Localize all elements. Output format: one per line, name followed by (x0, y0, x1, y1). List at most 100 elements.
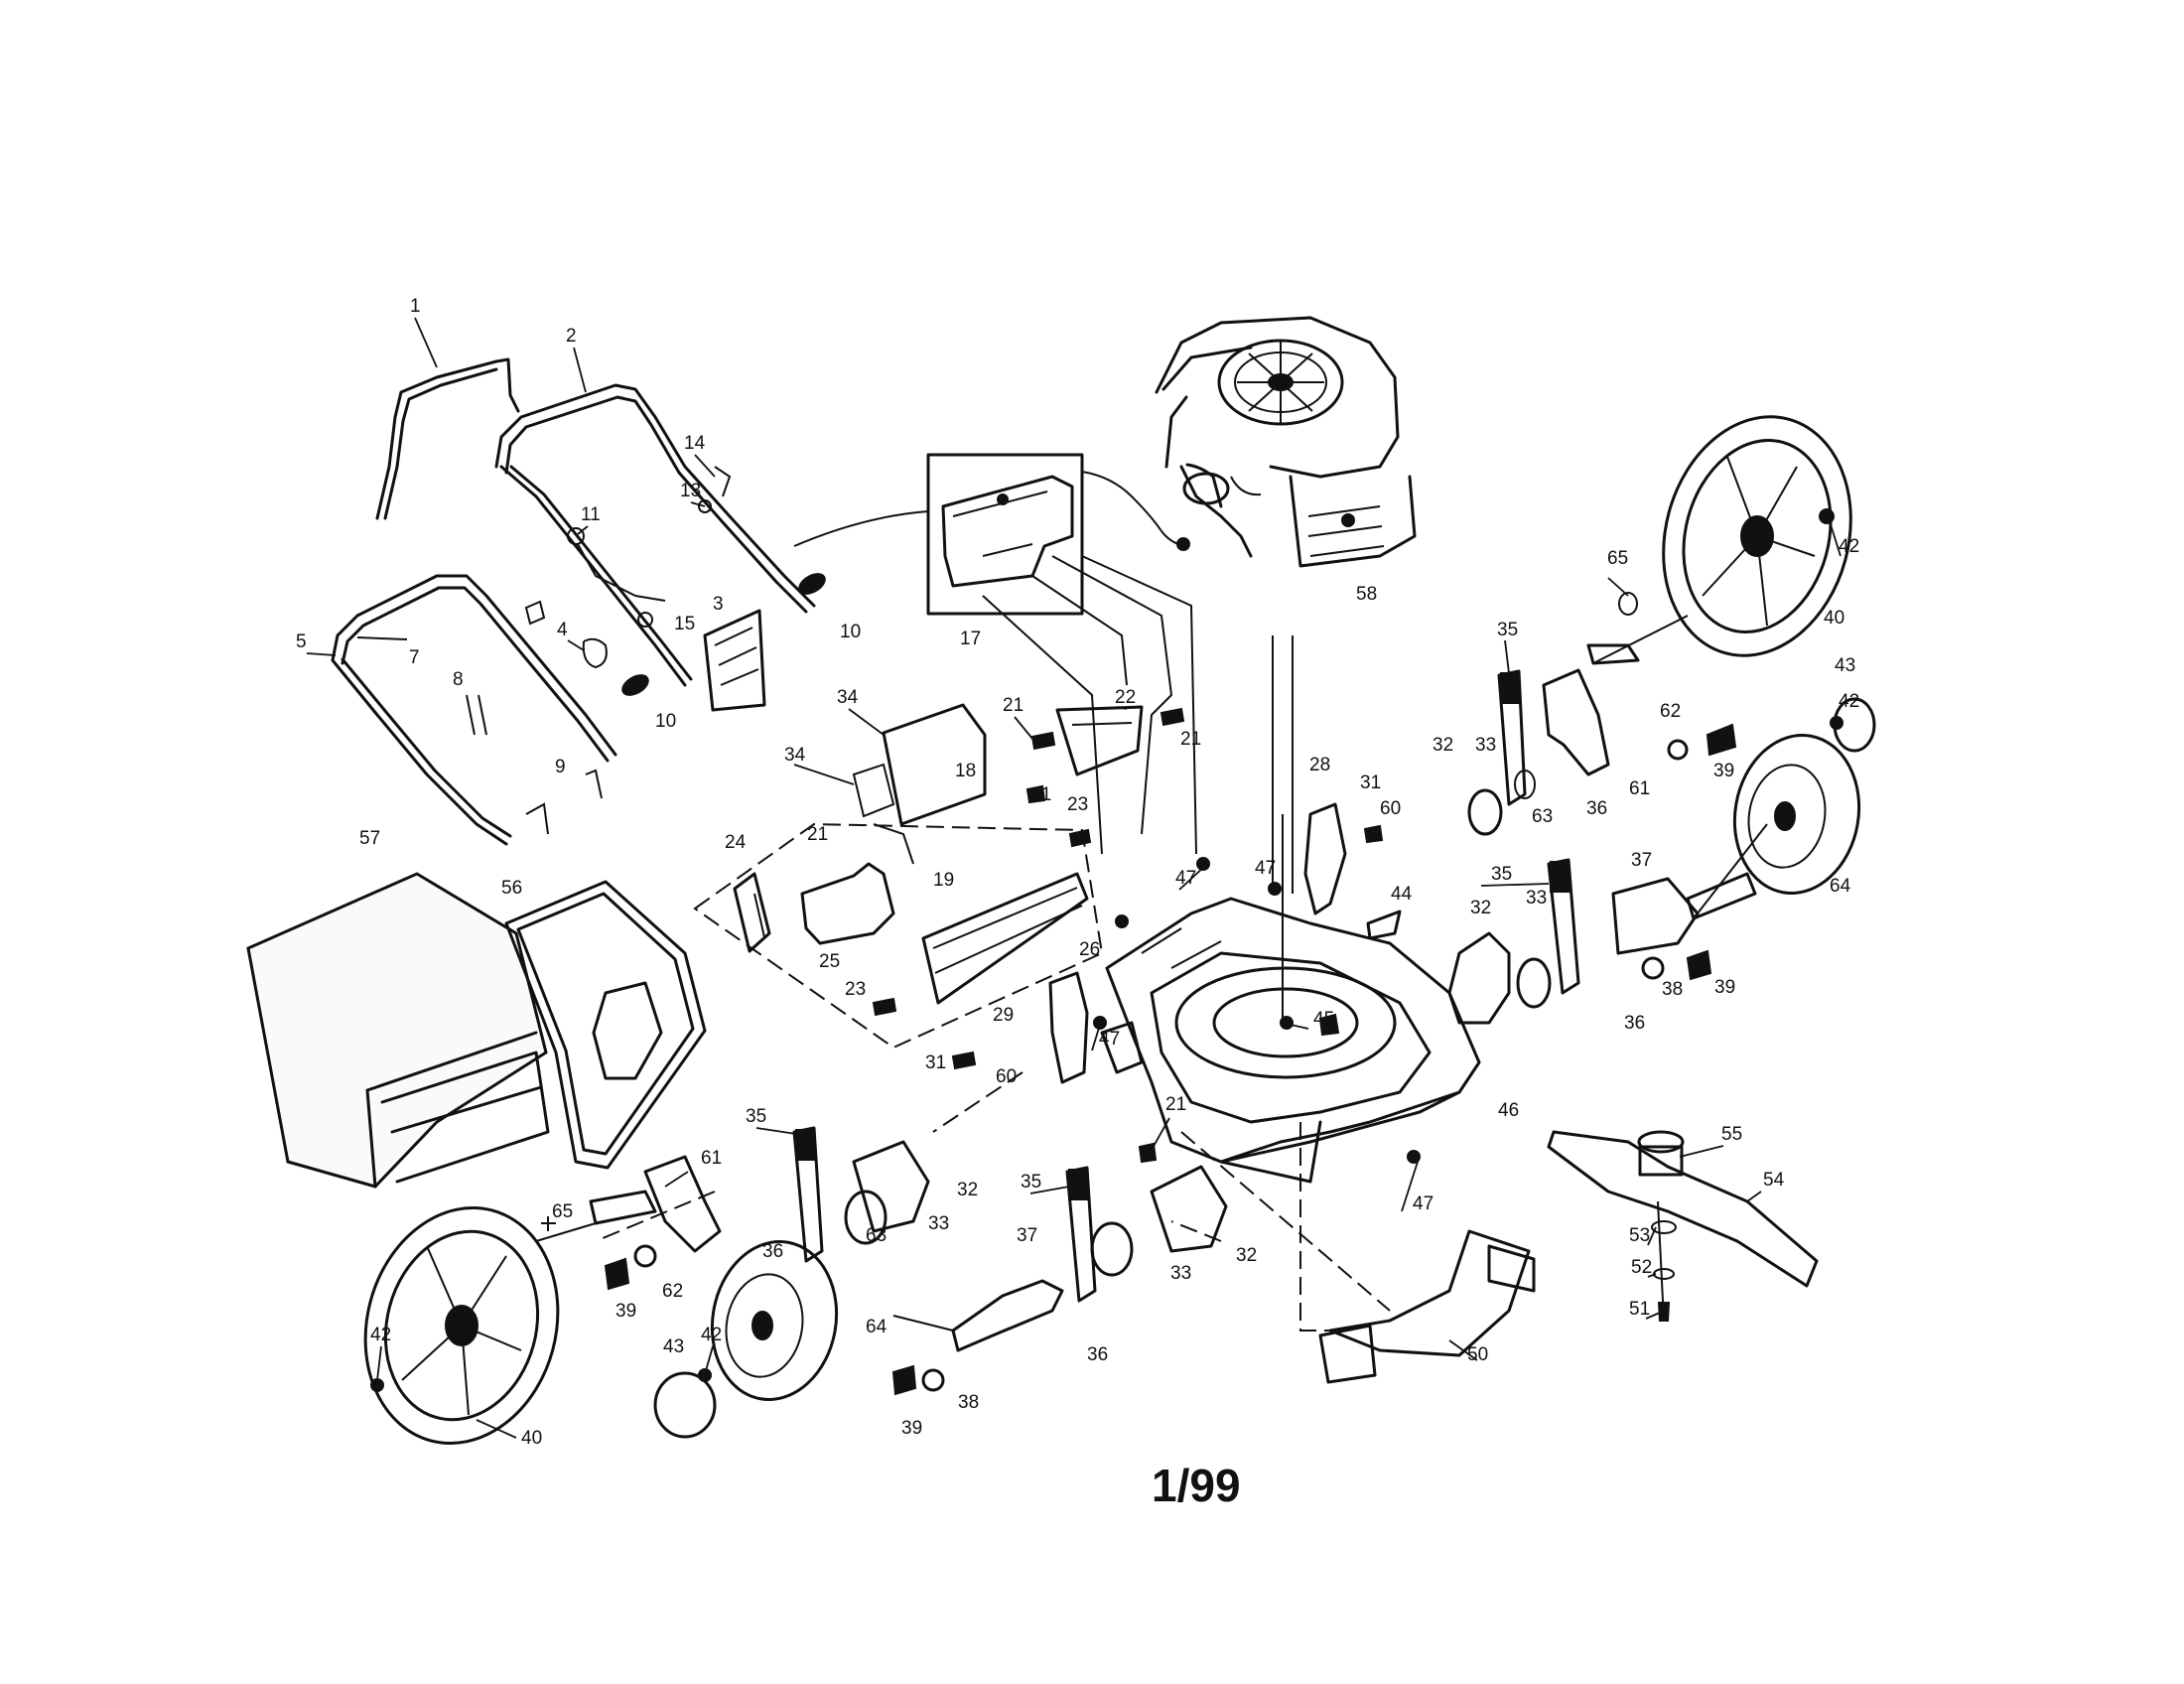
height-adjuster-left-rear (589, 1126, 930, 1263)
callout-label: 13 (680, 481, 701, 501)
callout-label: 21 (1030, 784, 1051, 805)
callout-label: 14 (684, 433, 706, 454)
callout-label: 60 (1380, 798, 1401, 819)
callout-label: 10 (840, 622, 861, 642)
callout-label: 46 (1498, 1100, 1519, 1121)
cover-26 (921, 872, 1089, 1005)
callout-label: 65 (1607, 548, 1628, 569)
callout-label: 58 (1356, 584, 1377, 605)
callout-label: 52 (1631, 1257, 1652, 1278)
bracket-part-3 (703, 609, 766, 712)
callout-label: 38 (958, 1392, 979, 1413)
cable-guide-22 (1055, 705, 1144, 776)
kit-outline (693, 822, 1104, 1050)
callout-label: 15 (674, 614, 695, 634)
callout-label: 61 (701, 1148, 722, 1169)
callout-label: 43 (663, 1336, 684, 1357)
callout-label: 11 (581, 504, 601, 525)
callout-label: 60 (996, 1066, 1017, 1087)
callout-label: 56 (501, 878, 522, 899)
callout-label: 31 (925, 1052, 946, 1073)
callout-label: 36 (762, 1241, 783, 1262)
callout-label: 32 (957, 1180, 978, 1200)
callout-label: 22 (1115, 687, 1136, 708)
callout-label: 35 (1021, 1172, 1041, 1193)
callout-label: 1 (410, 296, 421, 317)
callout-label: 33 (928, 1213, 949, 1234)
callout-label: 62 (1660, 701, 1681, 722)
grass-bag-57 (246, 872, 550, 1189)
callout-label: 32 (1470, 898, 1491, 918)
fasteners (370, 508, 1843, 1396)
front-wheel-right-64 (1732, 733, 1861, 896)
upper-handle-part-2 (494, 383, 816, 687)
callout-label: 4 (557, 620, 568, 640)
callout-label: 42 (701, 1325, 722, 1345)
callout-label: 54 (1763, 1170, 1785, 1191)
bracket-24 (733, 872, 771, 953)
callout-label: 26 (1079, 939, 1100, 960)
bag-frame-56 (504, 880, 707, 1170)
callout-label: 5 (296, 632, 307, 652)
callout-label: 33 (1475, 735, 1496, 756)
callout-label: 47 (1255, 858, 1276, 879)
callout-label: 18 (955, 761, 976, 781)
callout-label: 57 (359, 828, 380, 849)
height-adjuster-right-front (1447, 858, 1757, 1025)
callout-label: 63 (1532, 806, 1553, 827)
lower-handle-part-5 (331, 574, 617, 846)
callout-label: 32 (1433, 735, 1453, 756)
callout-label: 7 (409, 647, 420, 668)
callout-label: 42 (370, 1325, 391, 1345)
callout-label: 44 (1391, 884, 1413, 905)
callout-label: 62 (662, 1281, 683, 1302)
callout-label: 21 (1165, 1094, 1186, 1115)
callout-label: 35 (1491, 864, 1512, 885)
callout-label: 35 (1497, 620, 1518, 640)
callout-label: 25 (819, 951, 840, 972)
callout-label: 28 (1309, 755, 1330, 775)
callout-label: 9 (555, 757, 566, 777)
callout-label: 19 (933, 870, 954, 891)
callout-label: 45 (1313, 1009, 1334, 1030)
callout-label: 39 (901, 1418, 922, 1439)
callout-label: 55 (1721, 1124, 1742, 1145)
callout-label: 32 (1236, 1245, 1257, 1266)
callout-label: 23 (1067, 794, 1088, 815)
callout-label: 43 (1835, 655, 1855, 676)
callout-label: 35 (746, 1106, 766, 1127)
callout-label: 34 (784, 745, 806, 766)
callout-label: 61 (1629, 778, 1650, 799)
mower-deck-46 (1105, 635, 1481, 1184)
callout-label: 64 (1830, 876, 1851, 897)
callout-label: 50 (1467, 1344, 1488, 1365)
rear-wheel-right-40 (1662, 415, 1852, 657)
callout-label: 33 (1526, 888, 1547, 909)
callout-label: 42 (1839, 691, 1859, 712)
callout-label: 29 (993, 1005, 1014, 1026)
callout-label: 23 (845, 979, 866, 1000)
callout-label: 39 (1714, 977, 1735, 998)
page-number: 1/99 (1152, 1460, 1241, 1511)
callout-label: 31 (1360, 772, 1381, 793)
callout-label: 21 (1003, 695, 1024, 716)
axles (535, 615, 1768, 1332)
callout-label: 47 (1099, 1029, 1120, 1050)
callout-label: 34 (837, 687, 859, 708)
callout-label: 3 (713, 594, 724, 615)
callout-label: 8 (453, 669, 464, 690)
panel-25 (800, 862, 895, 945)
callout-label: 51 (1629, 1299, 1650, 1320)
baffle-50 (1318, 1229, 1536, 1384)
callout-label: 33 (1170, 1263, 1191, 1284)
upper-handle-part-1 (375, 357, 520, 520)
callout-label: 10 (655, 711, 676, 732)
rear-wheel-left-40 (363, 1206, 560, 1445)
callout-label: 64 (866, 1317, 887, 1337)
callout-label: 40 (521, 1428, 542, 1449)
callout-label: 21 (807, 824, 828, 845)
deck-dashed-outline (1180, 1122, 1391, 1332)
hubcaps-43 (653, 697, 1876, 1439)
handle-hardware (356, 466, 826, 835)
